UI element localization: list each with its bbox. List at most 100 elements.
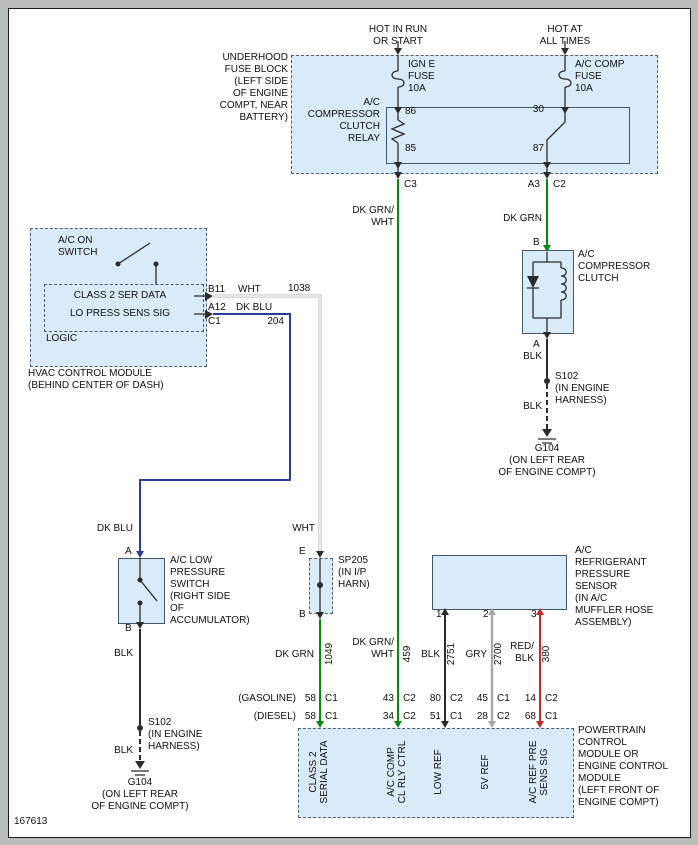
hot-in-run-label: HOT IN RUN OR START [368,24,428,47]
wire-blk-left-upper: BLK [114,648,133,659]
circuit-1049: 1049 [324,642,335,666]
pcm-gas-conn-1: C2 [403,693,416,704]
low-pressure-switch-symbol [136,558,158,629]
pcm-diesel-conn-4: C1 [545,711,558,722]
pcm-gas-pin-3: 45 [476,693,488,704]
pcm-diesel-pin-1: 34 [382,711,394,722]
hvac-switch-label: A/C ON SWITCH [58,235,98,258]
gasoline-row-label: (GASOLINE) [238,693,296,704]
sensor-pin-3: 3 [531,609,537,620]
g104-ground-icon-left [135,761,145,769]
sensor-pin-1: 1 [436,609,442,620]
hvac-control-module-box [30,228,207,367]
g104-ground-icon [542,429,552,437]
hvac-switch-symbol [115,242,159,284]
hvac-logic-box [44,284,204,332]
pcm-gas-conn-3: C1 [497,693,510,704]
pcm-function-ac-comp-cl-rly-ctrl: A/C COMP CL RLY CTRL [386,740,408,804]
ac-compressor-clutch-box [522,250,574,334]
pcm-gas-pin-1: 43 [382,693,394,704]
hvac-output-arrows [194,292,213,319]
pcm-gas-conn-2: C2 [450,693,463,704]
wire-dk-grn-wht-lower-label: DK GRN/ WHT [352,637,394,660]
dk-grn-wht-wire [394,179,402,728]
wire-dk-grn-upper-label: DK GRN [503,213,542,224]
ground-g104-left-note: (ON LEFT REAR OF ENGINE COMPT) [91,789,189,812]
wire-blk-left-lower: BLK [114,745,133,756]
splice-s102-left-note: (IN ENGINE HARNESS) [148,729,203,752]
lps-pin-a: A [125,546,132,557]
hvac-wire1-color: WHT [238,284,261,295]
sp205-caption: SP205 (IN I/P HARN) [338,555,370,590]
hvac-wire2-color: DK BLU [236,302,273,313]
ac-low-pressure-switch-box [118,558,165,624]
hot-at-all-times-label: HOT AT ALL TIMES [539,24,591,47]
fuse-block-caption: UNDERHOOD FUSE BLOCK (LEFT SIDE OF ENGIN… [219,52,288,123]
connector-c3: C3 [404,179,417,190]
hvac-connector-c1: C1 [208,316,221,327]
hvac-pin-b11: B11 [208,284,226,295]
connector-c2: C2 [553,179,566,190]
lps-caption: A/C LOW PRESSURE SWITCH (RIGHT SIDE OF A… [170,555,250,626]
hvac-pin-a12: A12 [208,302,226,313]
wire-dk-grn-lower-label: DK GRN [275,649,314,660]
right-ground-wire [538,339,556,444]
sensor-pin-2: 2 [483,609,489,620]
relay-pin-86: 86 [405,106,417,117]
sp205-pin-b: B [299,609,306,620]
ground-g104-right: G104 [534,443,560,454]
left-ground-wire [131,629,149,776]
wire-blk-right-lower: BLK [523,401,542,412]
ign-fuse-symbol [391,70,405,88]
pcm-gas-pin-2: 80 [429,693,441,704]
dk-blu-wire [136,313,291,558]
sp205-splice-dot [317,582,323,588]
s102-splice-dot-left [137,725,143,731]
pcm-box [298,728,574,818]
pcm-diesel-conn-3: C2 [497,711,510,722]
splice-s102-right: S102 [555,371,579,382]
hvac-caption: HVAC CONTROL MODULE (BEHIND CENTER OF DA… [28,368,164,391]
pcm-caption: POWERTRAIN CONTROL MODULE OR ENGINE CONT… [578,725,669,808]
wire-blk-sensor-label: BLK [421,649,440,660]
pcm-function-ac-ref-pre-sens-sig: A/C REF PRE SENS SIG [528,740,550,804]
hvac-logic-label: LOGIC [46,333,78,344]
pcm-diesel-conn-0: C1 [325,711,338,722]
pcm-gas-conn-0: C1 [325,693,338,704]
wire-dk-grn-wht-upper-label: DK GRN/ WHT [352,205,394,228]
relay-switch-symbol [543,107,569,172]
s102-splice-dot [544,378,550,384]
ac-comp-fuse-symbol [558,70,572,88]
pcm-diesel-conn-1: C2 [403,711,416,722]
pcm-function-5v-ref: 5V REF [480,754,491,790]
clutch-pin-a: A [533,339,540,350]
wire-blk-right-upper: BLK [523,351,542,362]
power-feed-right-wire [558,41,572,107]
pcm-diesel-pin-3: 28 [476,711,488,722]
relay-pin-30: 30 [532,104,544,115]
circuit-380: 380 [541,645,552,663]
pcm-function-class2-serial-data: CLASS 2 SERIAL DATA [308,740,330,804]
pcm-gas-pin-4: 14 [524,693,536,704]
fuse-block-exit-arrows [394,172,551,179]
sp205-pin-e: E [299,546,306,557]
pcm-function-low-ref: LOW REF [433,749,444,795]
relay-pin-85: 85 [405,143,417,154]
pcm-gas-conn-4: C2 [545,693,558,704]
wht-wire [213,294,324,558]
pcm-diesel-conn-2: C1 [450,711,463,722]
lps-pin-b: B [125,623,132,634]
ac-comp-fuse-label: A/C COMP FUSE 10A [575,59,625,94]
power-feed-left-wire [391,41,405,107]
relay-coil-symbol [390,107,406,172]
hvac-signal-class2: CLASS 2 SER DATA [73,290,167,301]
clutch-caption: A/C COMPRESSOR CLUTCH [578,249,651,284]
ac-refrigerant-pressure-sensor-box [432,555,567,610]
ac-compressor-clutch-relay-box [386,107,630,164]
relay-pin-87: 87 [532,143,544,154]
pcm-diesel-pin-4: 68 [524,711,536,722]
clutch-pin-b: B [533,237,540,248]
connector-a3: A3 [527,179,540,190]
wire-red-blk-sensor-label: RED/ BLK [510,641,534,664]
